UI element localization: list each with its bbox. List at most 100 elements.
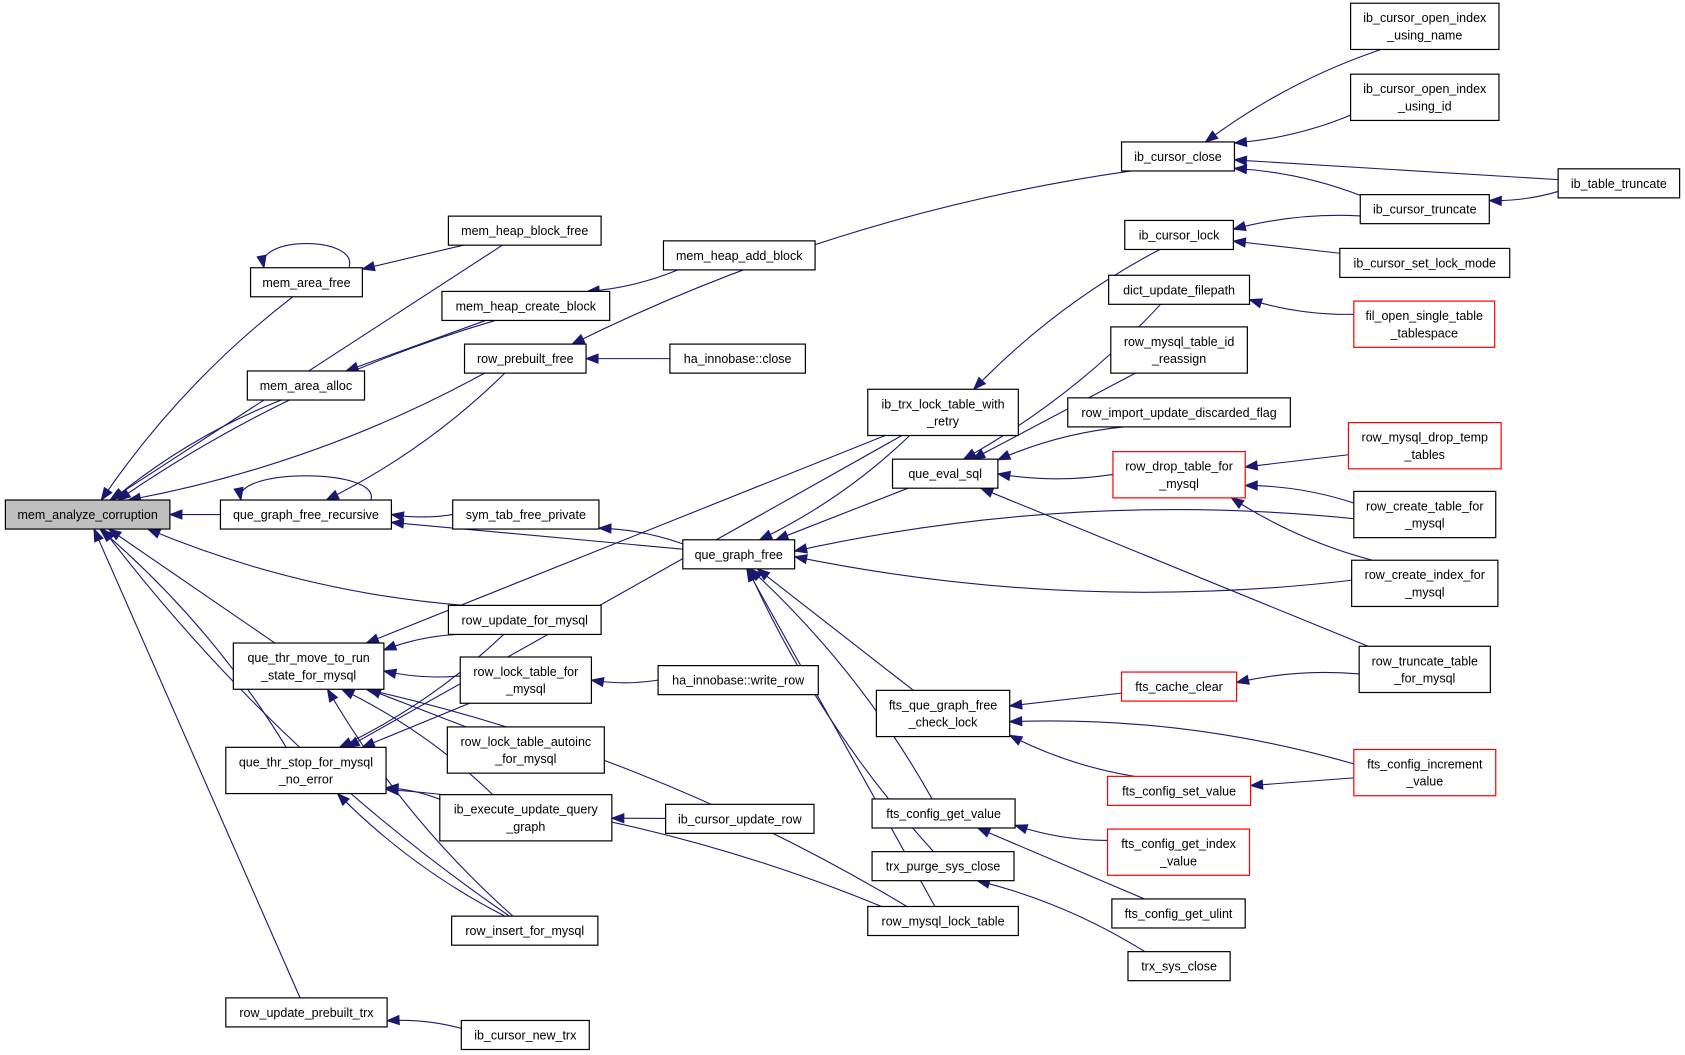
edge-line	[1009, 734, 1135, 777]
node-qtstop[interactable]: que_thr_stop_for_mysql_no_error	[225, 746, 387, 795]
node-insmysql[interactable]: row_insert_for_mysql	[451, 915, 599, 946]
node-ibtabletrunc[interactable]: ib_table_truncate	[1557, 168, 1681, 199]
node-areafree[interactable]: mem_area_free	[249, 267, 363, 298]
node-dictupd[interactable]: dict_update_filepath	[1108, 274, 1251, 305]
node-label: row_update_prebuilt_trx	[239, 1006, 374, 1020]
node-box	[1358, 645, 1491, 694]
edge-heapblockfree-to-areafree	[360, 244, 464, 272]
edge-arrowhead	[365, 633, 380, 644]
node-symtab[interactable]: sym_tab_free_private	[452, 499, 600, 530]
node-label: que_graph_free	[695, 548, 783, 562]
node-root[interactable]: mem_analyze_corruption	[4, 499, 171, 530]
edge-line	[93, 528, 301, 999]
node-ibupdrow[interactable]: ib_cursor_update_row	[665, 803, 815, 834]
edge-arrowhead	[996, 450, 1012, 461]
node-updmysql[interactable]: row_update_for_mysql	[447, 604, 602, 636]
node-rowcreatetbl[interactable]: row_create_table_for_mysql	[1353, 490, 1497, 539]
node-heapadd[interactable]: mem_heap_add_block	[662, 240, 816, 271]
node-box	[1067, 397, 1291, 428]
edge-line	[1009, 692, 1122, 707]
node-qgfr[interactable]: que_graph_free_recursive	[219, 499, 393, 530]
node-ibclose[interactable]: ib_cursor_close	[1120, 141, 1236, 172]
node-label: ib_cursor_lock	[1139, 228, 1220, 242]
node-ftscfgidx[interactable]: fts_config_get_index_value	[1106, 828, 1251, 876]
edge-line	[346, 435, 903, 748]
edge-line	[1233, 240, 1340, 254]
node-box	[219, 499, 393, 530]
node-box	[1359, 194, 1490, 225]
node-ibopenname[interactable]: ib_cursor_open_index_using_name	[1349, 2, 1500, 51]
node-ftscfgset[interactable]: fts_config_set_value	[1106, 775, 1252, 807]
node-label: row_update_for_mysql	[462, 613, 588, 627]
node-label: mem_analyze_corruption	[17, 508, 157, 522]
node-locktbl[interactable]: row_lock_table_for_mysql	[459, 656, 593, 704]
edge-ibtabletrunc-to-ibcursortrunc	[1487, 190, 1559, 207]
edge-arrowhead	[758, 529, 774, 541]
node-ftscfginc[interactable]: fts_config_increment_value	[1353, 748, 1497, 797]
node-trxpurge[interactable]: trx_purge_sys_close	[871, 851, 1015, 882]
edge-arrowhead	[233, 486, 244, 502]
node-box	[446, 726, 605, 774]
node-updprebuilt[interactable]: row_update_prebuilt_trx	[225, 997, 388, 1028]
edge-ibclose-to-prebuiltfree	[570, 170, 1132, 345]
edge-arrowhead	[590, 676, 605, 688]
edge-line	[1245, 454, 1349, 468]
node-rowdroptemp[interactable]: row_mysql_drop_temp_tables	[1347, 421, 1502, 470]
edge-ibcursortrunc-to-ibclose	[1233, 163, 1361, 196]
node-label: _for_mysql	[494, 752, 556, 766]
node-label: ib_cursor_update_row	[678, 812, 803, 826]
node-rowimport[interactable]: row_import_update_discarded_flag	[1067, 397, 1291, 428]
node-rowcreateidx[interactable]: row_create_index_for_mysql	[1351, 559, 1499, 608]
node-ftscfgget[interactable]: fts_config_get_value	[871, 798, 1016, 829]
node-label: row_import_update_discarded_flag	[1081, 406, 1276, 420]
node-rowreassign[interactable]: row_mysql_table_id_reassign	[1110, 326, 1248, 374]
node-ibsetlock[interactable]: ib_cursor_set_lock_mode	[1339, 247, 1511, 279]
node-box	[1112, 451, 1246, 499]
node-filopen[interactable]: fil_open_single_table_tablespace	[1353, 300, 1496, 348]
node-ftsqg[interactable]: fts_que_graph_free_check_lock	[875, 689, 1011, 738]
node-label: sym_tab_free_private	[466, 508, 586, 522]
edge-line	[980, 487, 1369, 647]
edge-line	[1014, 824, 1108, 842]
edge-line	[99, 528, 287, 748]
edge-heapcreate-to-areaalloc	[344, 319, 486, 372]
node-areaalloc[interactable]: mem_area_alloc	[246, 370, 366, 401]
edge-line	[571, 170, 1132, 345]
node-rowtrunc[interactable]: row_truncate_table_for_mysql	[1358, 645, 1491, 694]
node-ftscfguint[interactable]: fts_config_get_ulint	[1111, 898, 1246, 929]
node-ftscache[interactable]: fts_cache_clear	[1120, 671, 1238, 702]
edge-filopen-to-dictupd	[1248, 298, 1354, 315]
edge-line	[1233, 214, 1361, 230]
node-ibcursortrunc[interactable]: ib_cursor_truncate	[1359, 194, 1490, 225]
node-rowdrop[interactable]: row_drop_table_for_mysql	[1112, 451, 1246, 499]
node-qtmove[interactable]: que_thr_move_to_run_state_for_mysql	[232, 642, 385, 690]
node-label: row_mysql_drop_temp	[1362, 431, 1488, 445]
node-label: ib_cursor_close	[1134, 150, 1222, 164]
node-ibtrxlock[interactable]: ib_trx_lock_table_with_retry	[867, 388, 1019, 437]
node-hclose[interactable]: ha_innobase::close	[669, 343, 807, 374]
edge-ftscfginc-to-ftsqg	[1008, 715, 1354, 765]
node-writerow[interactable]: ha_innobase::write_row	[657, 665, 819, 696]
node-label: _mysql	[505, 682, 546, 696]
edge-line	[102, 528, 510, 917]
node-box	[665, 803, 815, 834]
edge-qeval-to-qgf	[774, 487, 909, 541]
node-iblock[interactable]: ib_cursor_lock	[1124, 219, 1234, 251]
node-trxsysclose[interactable]: trx_sys_close	[1127, 951, 1231, 982]
node-ibexec[interactable]: ib_execute_update_query_graph	[439, 794, 613, 842]
node-label: ib_execute_update_query	[454, 803, 599, 817]
node-label: row_truncate_table	[1372, 654, 1478, 668]
node-ibopenid[interactable]: ib_cursor_open_index_using_id	[1349, 73, 1500, 122]
node-lockauto[interactable]: row_lock_table_autoinc_for_mysql	[446, 726, 605, 774]
node-heapcreate[interactable]: mem_heap_create_block	[441, 290, 611, 322]
node-ibnewtrx[interactable]: ib_cursor_new_trx	[460, 1019, 590, 1051]
node-label: _reassign	[1151, 352, 1206, 366]
node-label: _value	[1405, 775, 1443, 789]
node-rowmlock[interactable]: row_mysql_lock_table	[867, 905, 1019, 937]
node-heapblockfree[interactable]: mem_heap_block_free	[447, 215, 602, 246]
node-box	[1111, 898, 1246, 929]
edge-arrowhead	[93, 527, 104, 543]
node-qgf[interactable]: que_graph_free	[682, 539, 796, 570]
node-prebuiltfree[interactable]: row_prebuilt_free	[463, 343, 587, 374]
node-qeval[interactable]: que_eval_sql	[891, 458, 999, 489]
